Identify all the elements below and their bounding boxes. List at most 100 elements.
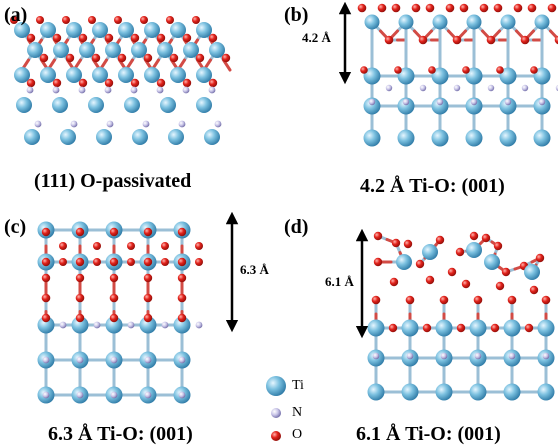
atom-o bbox=[177, 293, 187, 303]
atom-o bbox=[479, 3, 489, 13]
atom-o bbox=[59, 242, 67, 250]
atom-o bbox=[547, 3, 557, 13]
atom-ti bbox=[60, 129, 76, 145]
atom-ti bbox=[364, 14, 380, 30]
atom-o bbox=[156, 78, 166, 88]
atom-ti bbox=[435, 319, 453, 337]
atom-n bbox=[106, 120, 114, 128]
atom-ti bbox=[465, 97, 483, 115]
atom-ti bbox=[398, 14, 414, 30]
atom-ti bbox=[533, 97, 551, 115]
atom-o bbox=[114, 16, 122, 24]
atom-o bbox=[195, 258, 203, 266]
atom-n bbox=[144, 391, 152, 399]
atom-o bbox=[143, 313, 153, 323]
atom-n bbox=[538, 98, 546, 106]
atom-n bbox=[178, 120, 186, 128]
atom-o bbox=[435, 235, 445, 245]
atom-ti bbox=[533, 129, 551, 147]
atom-ti bbox=[37, 316, 55, 334]
atom-o bbox=[75, 293, 85, 303]
atom-o bbox=[391, 3, 401, 13]
atom-ti bbox=[66, 22, 82, 38]
atom-o bbox=[75, 313, 85, 323]
atom-o bbox=[371, 295, 381, 305]
atom-o bbox=[88, 16, 96, 24]
atom-o bbox=[75, 227, 85, 237]
atom-ti bbox=[397, 97, 415, 115]
atom-n bbox=[542, 352, 550, 360]
atom-o bbox=[117, 53, 127, 63]
atom-n bbox=[453, 84, 461, 92]
atom-o bbox=[182, 78, 192, 88]
atom-o bbox=[182, 33, 192, 43]
atom-o bbox=[445, 3, 455, 13]
atom-ti bbox=[537, 319, 555, 337]
atom-ti bbox=[196, 22, 212, 38]
atom-o bbox=[93, 258, 101, 266]
atom-o bbox=[104, 78, 114, 88]
atom-o bbox=[493, 241, 503, 251]
caption-b: 4.2 Å Ti-O: (001) bbox=[360, 175, 505, 197]
atom-o bbox=[373, 257, 383, 267]
atom-layer bbox=[10, 3, 558, 441]
atom-o bbox=[411, 3, 421, 13]
atom-o bbox=[41, 227, 51, 237]
atom-n bbox=[78, 86, 86, 94]
atom-o bbox=[208, 33, 218, 43]
atom-o bbox=[78, 78, 88, 88]
atom-o bbox=[75, 273, 85, 283]
atom-ti bbox=[79, 42, 95, 58]
atom-o bbox=[109, 227, 119, 237]
atom-o bbox=[52, 33, 62, 43]
atom-n bbox=[110, 356, 118, 364]
atom-ti bbox=[367, 383, 385, 401]
atom-o bbox=[486, 35, 496, 45]
atom-ti bbox=[363, 67, 381, 85]
atom-ti bbox=[170, 67, 186, 83]
atom-ti bbox=[118, 67, 134, 83]
atom-o bbox=[41, 257, 51, 267]
atom-ti bbox=[363, 97, 381, 115]
atom-o bbox=[524, 323, 534, 333]
atom-o bbox=[143, 227, 153, 237]
atom-o bbox=[192, 16, 200, 24]
atom-ti bbox=[71, 316, 89, 334]
atom-o bbox=[459, 3, 469, 13]
atom-ti bbox=[435, 383, 453, 401]
atom-o bbox=[469, 231, 479, 241]
atom-o bbox=[507, 295, 517, 305]
atom-ti bbox=[16, 97, 32, 113]
atom-n bbox=[26, 86, 34, 94]
atom-o bbox=[388, 323, 398, 333]
atom-o bbox=[422, 323, 432, 333]
atom-o bbox=[527, 3, 537, 13]
atom-o bbox=[177, 257, 187, 267]
atom-n bbox=[161, 321, 169, 329]
dimension-arrows bbox=[225, 1, 369, 339]
atom-ti bbox=[27, 42, 43, 58]
atom-n bbox=[127, 321, 135, 329]
atom-n bbox=[76, 356, 84, 364]
atom-n bbox=[93, 321, 101, 329]
atom-n bbox=[470, 98, 478, 106]
atom-o bbox=[140, 16, 148, 24]
atom-ti bbox=[160, 97, 176, 113]
atom-n bbox=[372, 352, 380, 360]
atom-ti bbox=[431, 97, 449, 115]
atom-o bbox=[554, 35, 558, 45]
atom-ti bbox=[465, 129, 483, 147]
atom-o bbox=[109, 273, 119, 283]
atom-n bbox=[436, 98, 444, 106]
atom-n bbox=[208, 86, 216, 94]
atom-o bbox=[59, 258, 67, 266]
atom-o bbox=[495, 281, 505, 291]
atom-o bbox=[496, 66, 504, 74]
atom-ti bbox=[196, 67, 212, 83]
legend-ti-icon bbox=[266, 376, 286, 396]
atom-ti bbox=[183, 42, 199, 58]
panel-label-b: (b) bbox=[284, 4, 309, 26]
atom-ti bbox=[469, 383, 487, 401]
atom-o bbox=[41, 313, 51, 323]
atom-o bbox=[425, 3, 435, 13]
